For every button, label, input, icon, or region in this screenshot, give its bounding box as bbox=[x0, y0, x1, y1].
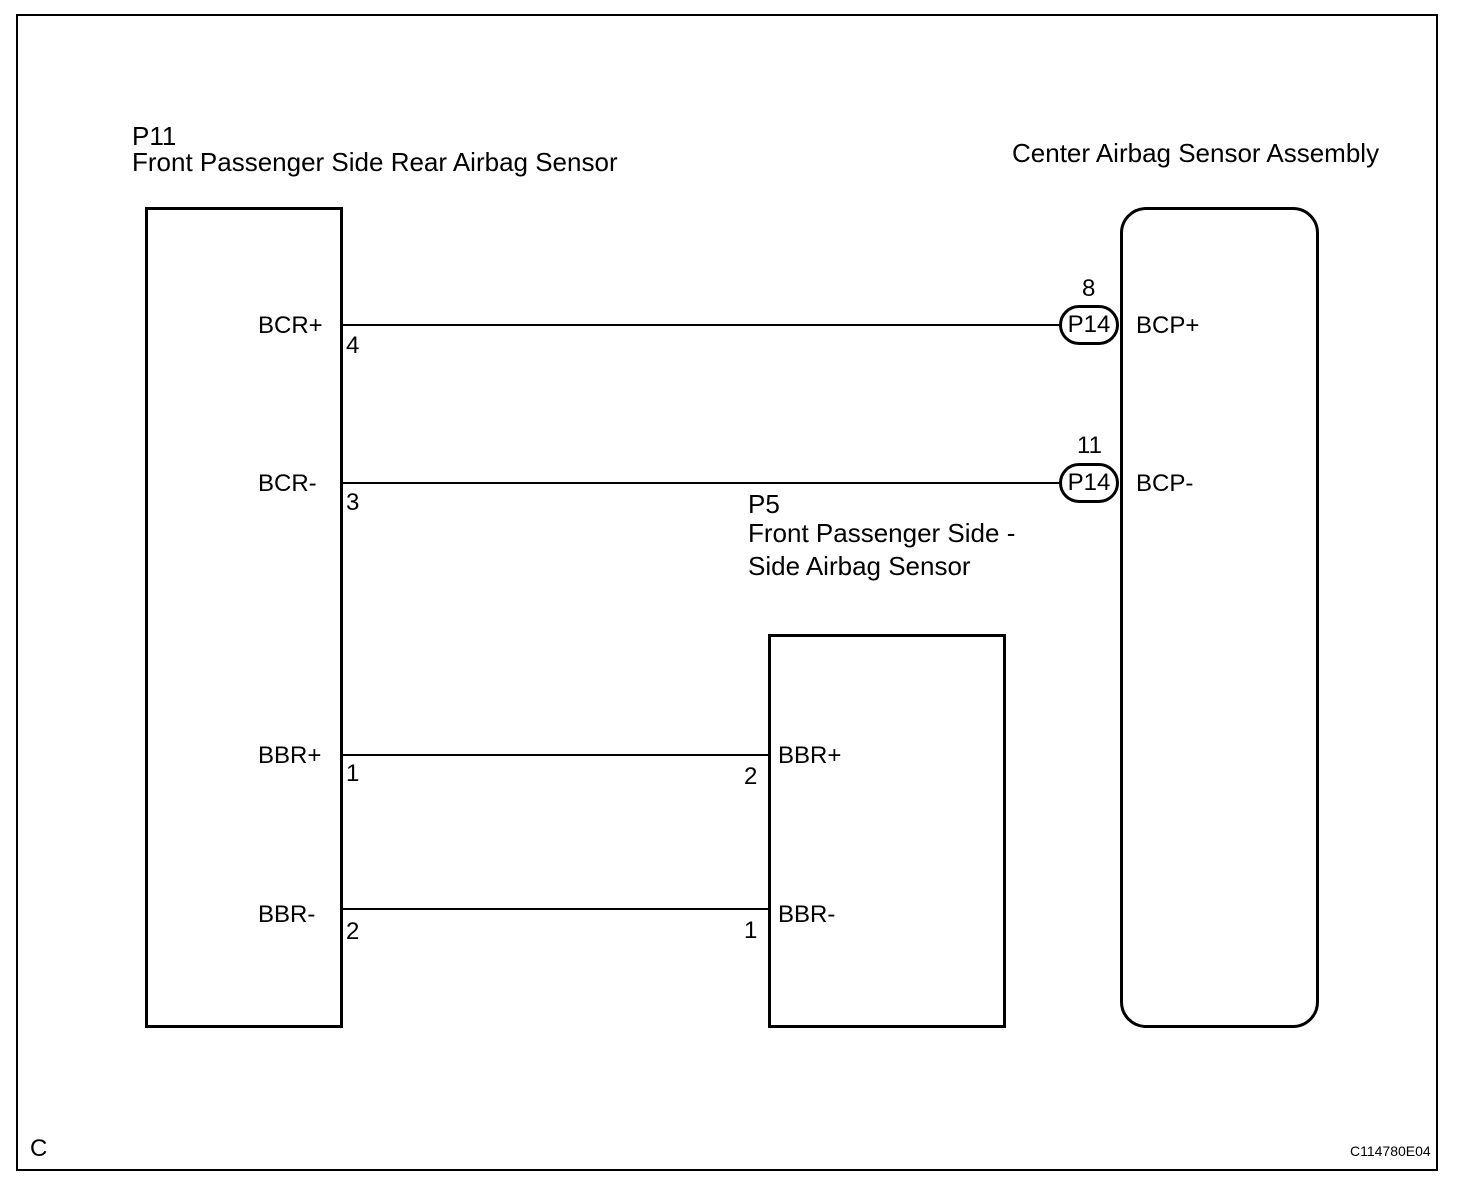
side-sensor-name-line1: Front Passenger Side - bbox=[748, 518, 1016, 548]
side-terminal-bbr-plus: BBR+ bbox=[778, 742, 842, 769]
figure-id: C114780E04 bbox=[1350, 1143, 1431, 1159]
rear-sensor-name: Front Passenger Side Rear Airbag Sensor bbox=[132, 147, 618, 177]
terminal-bcr-minus: BCR- bbox=[258, 470, 317, 497]
pin-bcr-plus: 4 bbox=[346, 332, 360, 359]
pin-bcr-minus: 3 bbox=[346, 489, 360, 516]
connector-p14-bcp-minus: P14 bbox=[1059, 463, 1119, 503]
side-sensor-name-line2: Side Airbag Sensor bbox=[748, 551, 971, 581]
side-sensor-code: P5 bbox=[748, 489, 780, 519]
rear-sensor-block bbox=[145, 207, 343, 1028]
wire-bcr-minus bbox=[342, 482, 1060, 484]
diagram-frame bbox=[16, 14, 1438, 1171]
wire-bbr-plus bbox=[342, 754, 770, 756]
side-terminal-bbr-minus: BBR- bbox=[778, 901, 836, 928]
terminal-bbr-minus: BBR- bbox=[258, 901, 316, 928]
corner-label: C bbox=[30, 1135, 48, 1162]
rear-sensor-code: P11 bbox=[132, 121, 177, 151]
center-terminal-bcp-plus: BCP+ bbox=[1136, 312, 1200, 339]
center-pin-bcp-plus: 8 bbox=[1082, 275, 1096, 302]
wire-bbr-minus bbox=[342, 908, 770, 910]
terminal-bbr-plus: BBR+ bbox=[258, 742, 322, 769]
center-assembly-name: Center Airbag Sensor Assembly bbox=[1012, 138, 1380, 168]
wire-bcr-plus bbox=[342, 324, 1060, 326]
pin-bbr-plus: 1 bbox=[346, 760, 360, 787]
side-pin-bbr-plus: 2 bbox=[744, 763, 758, 790]
center-pin-bcp-minus: 11 bbox=[1077, 432, 1102, 459]
center-assembly-block bbox=[1120, 207, 1319, 1028]
side-sensor-block bbox=[768, 634, 1006, 1028]
center-terminal-bcp-minus: BCP- bbox=[1136, 470, 1194, 497]
terminal-bcr-plus: BCR+ bbox=[258, 312, 323, 339]
pin-bbr-minus: 2 bbox=[346, 918, 360, 945]
connector-p14-bcp-plus: P14 bbox=[1059, 305, 1119, 345]
side-pin-bbr-minus: 1 bbox=[744, 917, 758, 944]
